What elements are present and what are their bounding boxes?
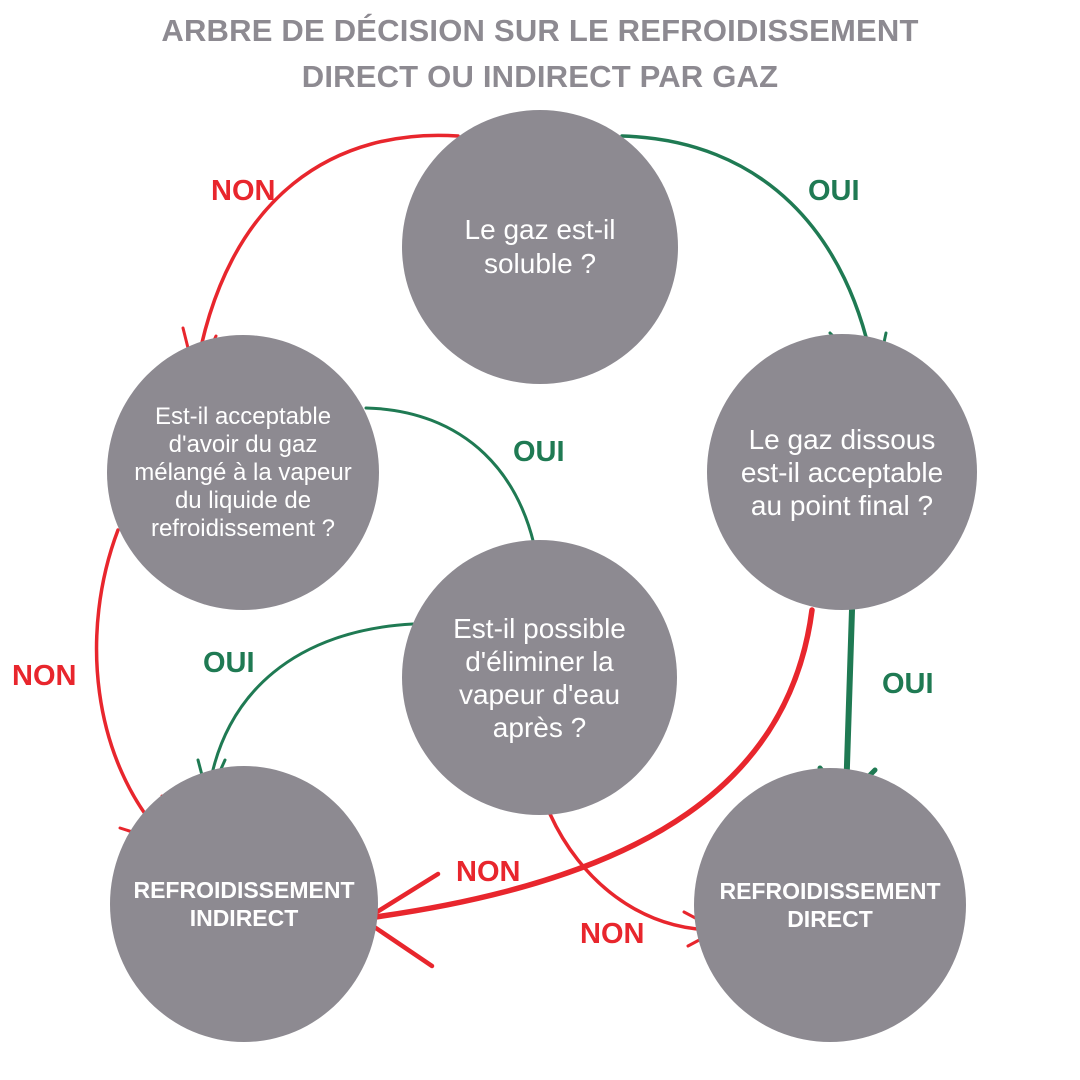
node-result-direct-text: REFROIDISSEMENT DIRECT	[719, 878, 941, 932]
label-remove-yes: OUI	[203, 647, 255, 679]
label-soluble-no: NON	[211, 175, 276, 207]
arrow-dissolved-no	[365, 607, 815, 921]
title-line-1: ARBRE DE DÉCISION SUR LE REFROIDISSEMENT	[161, 13, 919, 48]
arrow-remove-yes	[206, 622, 415, 798]
node-result-direct: REFROIDISSEMENT DIRECT	[694, 768, 966, 1042]
diagram-title: ARBRE DE DÉCISION SUR LE REFROIDISSEMENT…	[0, 8, 1080, 100]
label-dissolved-yes: OUI	[882, 668, 934, 700]
label-remove-no: NON	[580, 918, 645, 950]
title-line-2: DIRECT OU INDIRECT PAR GAZ	[301, 59, 779, 94]
node-remove-vapor-question: Est-il possible d'éliminer la vapeur d'e…	[402, 540, 677, 815]
node-gas-soluble-question: Le gaz est-il soluble ?	[402, 110, 678, 384]
node-dissolved-acceptable-question: Le gaz dissous est-il acceptable au poin…	[707, 334, 977, 610]
label-soluble-yes: OUI	[808, 175, 860, 207]
label-mixed-no: NON	[12, 660, 77, 692]
node-result-indirect-text: REFROIDISSEMENT INDIRECT	[133, 877, 355, 931]
label-dissolved-no: NON	[456, 856, 521, 888]
node-dissolved-acceptable-text: Le gaz dissous est-il acceptable au poin…	[740, 423, 944, 521]
arrow-remove-no	[548, 812, 718, 932]
label-mixed-yes: OUI	[513, 436, 565, 468]
node-remove-vapor-text: Est-il possible d'éliminer la vapeur d'e…	[453, 612, 626, 743]
node-result-indirect: REFROIDISSEMENT INDIRECT	[110, 766, 378, 1042]
node-gas-soluble-text: Le gaz est-il soluble ?	[464, 214, 616, 279]
node-mixed-vapor-question: Est-il acceptable d'avoir du gaz mélangé…	[107, 335, 379, 610]
arrow-soluble-no	[193, 133, 460, 380]
arrow-soluble-yes	[620, 134, 877, 380]
node-mixed-vapor-text: Est-il acceptable d'avoir du gaz mélangé…	[134, 402, 352, 542]
arrow-dissolved-yes	[843, 607, 855, 799]
arrow-mixed-no	[94, 528, 170, 844]
